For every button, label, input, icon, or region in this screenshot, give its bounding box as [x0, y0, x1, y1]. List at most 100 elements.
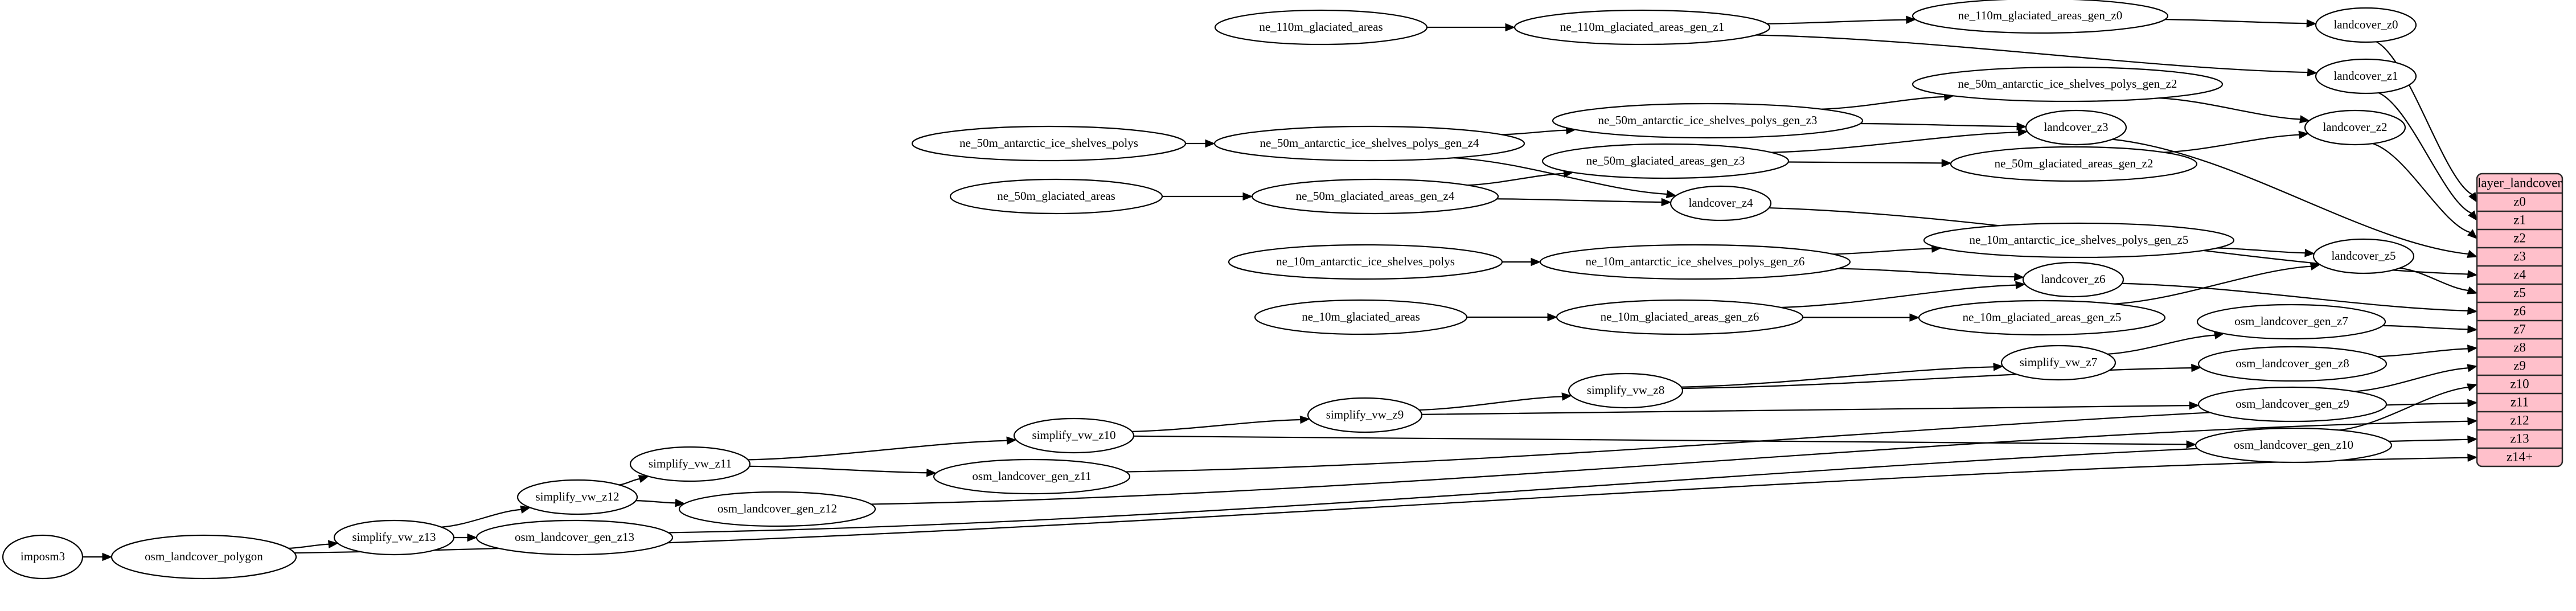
node-shape	[1556, 299, 1804, 335]
graph-node-ne_10m_glaciated_areas_gen_z6[interactable]: ne_10m_glaciated_areas_gen_z6	[1556, 299, 1804, 335]
graph-node-landcover_z6[interactable]: landcover_z6	[2022, 261, 2124, 298]
edge-path	[1860, 122, 2017, 128]
node-label: osm_landcover_gen_z10	[2234, 438, 2353, 452]
graph-edge-landcover_z1--layer_landcover:z1	[2378, 92, 2477, 222]
graph-node-ne_10m_glaciated_areas_gen_z5[interactable]: ne_10m_glaciated_areas_gen_z5	[1918, 300, 2166, 336]
graph-node-ne_110m_glaciated_areas[interactable]: ne_110m_glaciated_areas	[1214, 9, 1428, 46]
edge-path	[1467, 173, 1564, 186]
arrowhead-icon	[2016, 122, 2027, 131]
arrowhead-icon	[1661, 198, 1672, 207]
record-row-z12[interactable]: z12	[2510, 413, 2529, 427]
graph-edge-ne_50m_glaciated_areas_gen_z3--landcover_z3	[1771, 128, 2028, 153]
record-row-z3[interactable]: z3	[2513, 249, 2526, 263]
graph-node-osm_landcover_gen_z10[interactable]: osm_landcover_gen_z10	[2194, 427, 2393, 464]
graph-node-ne_50m_antarctic_ice_shelves_polys[interactable]: ne_50m_antarctic_ice_shelves_polys	[911, 125, 1187, 162]
graph-node-ne_10m_antarctic_ice_shelves_polys[interactable]: ne_10m_antarctic_ice_shelves_polys	[1228, 244, 1503, 280]
graph-node-landcover_z1[interactable]: landcover_z1	[2315, 58, 2417, 95]
edge-path	[441, 509, 522, 528]
graph-node-osm_landcover_gen_z13[interactable]: osm_landcover_gen_z13	[475, 519, 674, 556]
node-label: landcover_z6	[2041, 272, 2105, 286]
record-row-z1[interactable]: z1	[2513, 212, 2526, 227]
arrowhead-icon	[2467, 306, 2478, 315]
graph-node-landcover_z0[interactable]: landcover_z0	[2315, 7, 2417, 43]
graph-node-landcover_z3[interactable]: landcover_z3	[2025, 109, 2127, 146]
graph-node-simplify_vw_z9[interactable]: simplify_vw_z9	[1307, 397, 1423, 433]
record-row-z9[interactable]: z9	[2513, 358, 2526, 372]
node-shape	[1541, 143, 1790, 179]
graph-edge-simplify_vw_z13--simplify_vw_z12	[441, 505, 531, 528]
node-label: ne_10m_glaciated_areas_gen_z6	[1601, 310, 1759, 323]
graph-node-simplify_vw_z10[interactable]: simplify_vw_z10	[1013, 417, 1135, 454]
edge-path	[1502, 129, 1566, 136]
graph-node-ne_50m_antarctic_ice_shelves_polys_gen_z2[interactable]: ne_50m_antarctic_ice_shelves_polys_gen_z…	[1912, 66, 2224, 102]
node-shape	[678, 491, 876, 527]
node-label: landcover_z0	[2333, 18, 2398, 31]
record-row-z7[interactable]: z7	[2513, 322, 2526, 336]
node-label: ne_110m_glaciated_areas_gen_z1	[1560, 20, 1724, 34]
record-row-z11[interactable]: z11	[2511, 395, 2529, 409]
graph-node-simplify_vw_z11[interactable]: simplify_vw_z11	[629, 446, 751, 482]
graph-node-ne_50m_glaciated_areas[interactable]: ne_50m_glaciated_areas	[949, 178, 1163, 215]
edge-path	[871, 420, 2468, 505]
graph-node-ne_110m_glaciated_areas_gen_z0[interactable]: ne_110m_glaciated_areas_gen_z0	[1912, 0, 2169, 34]
graph-node-ne_110m_glaciated_areas_gen_z1[interactable]: ne_110m_glaciated_areas_gen_z1	[1513, 9, 1771, 46]
record-row-z4[interactable]: z4	[2513, 267, 2526, 281]
edge-path	[2165, 19, 2307, 24]
graph-edge-ne_10m_antarctic_ice_shelves_polys_gen_z6--landcover_z6	[1837, 268, 2025, 281]
graph-node-simplify_vw_z13[interactable]: simplify_vw_z13	[333, 519, 455, 556]
node-label: ne_110m_glaciated_areas_gen_z0	[1958, 9, 2122, 22]
graph-node-simplify_vw_z8[interactable]: simplify_vw_z8	[1568, 372, 1684, 409]
graph-node-ne_10m_glaciated_areas[interactable]: ne_10m_glaciated_areas	[1254, 299, 1468, 335]
arrowhead-icon	[2467, 383, 2478, 392]
arrowhead-icon	[2467, 345, 2478, 353]
graph-node-osm_landcover_polygon[interactable]: osm_landcover_polygon	[110, 534, 297, 580]
node-shape	[1228, 244, 1503, 280]
graph-node-osm_landcover_gen_z11[interactable]: osm_landcover_gen_z11	[933, 458, 1131, 495]
node-label: osm_landcover_polygon	[145, 550, 263, 563]
graph-node-osm_landcover_gen_z7[interactable]: osm_landcover_gen_z7	[2196, 304, 2386, 340]
graph-node-osm_landcover_gen_z9[interactable]: osm_landcover_gen_z9	[2197, 386, 2388, 423]
graph-node-ne_50m_antarctic_ice_shelves_polys_gen_z3[interactable]: ne_50m_antarctic_ice_shelves_polys_gen_z…	[1552, 102, 1864, 139]
graph-node-landcover_z5[interactable]: landcover_z5	[2312, 238, 2415, 274]
node-label: ne_50m_antarctic_ice_shelves_polys	[959, 136, 1138, 150]
arrowhead-icon	[2467, 286, 2478, 294]
graph-node-landcover_z2[interactable]: landcover_z2	[2304, 109, 2406, 146]
graph-node-ne_50m_glaciated_areas_gen_z2[interactable]: ne_50m_glaciated_areas_gen_z2	[1950, 146, 2198, 182]
record-row-z6[interactable]: z6	[2513, 304, 2526, 318]
graph-node-ne_50m_glaciated_areas_gen_z3[interactable]: ne_50m_glaciated_areas_gen_z3	[1541, 143, 1790, 179]
record-row-z0[interactable]: z0	[2513, 194, 2526, 208]
graph-node-osm_landcover_gen_z8[interactable]: osm_landcover_gen_z8	[2197, 346, 2388, 382]
record-node-layer-landcover[interactable]: layer_landcoverz0z1z2z3z4z5z6z7z8z9z10z1…	[2476, 173, 2563, 468]
record-row-z13[interactable]: z13	[2510, 431, 2529, 445]
edge-path	[2159, 97, 2300, 120]
graph-node-ne_50m_glaciated_areas_gen_z4[interactable]: ne_50m_glaciated_areas_gen_z4	[1251, 178, 1499, 215]
graph-edge-landcover_z0--layer_landcover:z0	[2376, 41, 2477, 203]
graph-node-ne_50m_antarctic_ice_shelves_polys_gen_z4[interactable]: ne_50m_antarctic_ice_shelves_polys_gen_z…	[1213, 125, 1525, 162]
record-row-z8[interactable]: z8	[2513, 340, 2526, 354]
node-shape	[1513, 9, 1771, 46]
graph-node-simplify_vw_z12[interactable]: simplify_vw_z12	[516, 479, 638, 515]
graph-edge-osm_landcover_gen_z12--layer_landcover:z12	[871, 417, 2478, 505]
edge-path	[748, 440, 1007, 461]
graph-edge-ne_10m_glaciated_areas_gen_z5--landcover_z5	[2114, 262, 2321, 305]
graph-node-ne_10m_antarctic_ice_shelves_polys_gen_z6[interactable]: ne_10m_antarctic_ice_shelves_polys_gen_z…	[1539, 244, 1851, 280]
node-shape	[1307, 397, 1423, 433]
record-row-z10[interactable]: z10	[2510, 376, 2529, 391]
graph-node-ne_10m_antarctic_ice_shelves_polys_gen_z5[interactable]: ne_10m_antarctic_ice_shelves_polys_gen_z…	[1923, 222, 2235, 259]
record-row-z5[interactable]: z5	[2513, 285, 2526, 300]
edge-path	[2107, 334, 2215, 355]
graph-node-osm_landcover_gen_z12[interactable]: osm_landcover_gen_z12	[678, 491, 876, 527]
edge-path	[2376, 41, 2473, 195]
record-row-z2[interactable]: z2	[2513, 231, 2526, 245]
node-label: osm_landcover_gen_z11	[972, 469, 1091, 483]
edge-path	[1419, 396, 1562, 411]
graph-edge-osm_landcover_gen_z8--layer_landcover:z8	[2377, 345, 2478, 358]
graph-node-landcover_z4[interactable]: landcover_z4	[1670, 185, 1772, 222]
record-row-z14+[interactable]: z14+	[2507, 449, 2533, 464]
graph-edge-simplify_vw_z11--osm_landcover_gen_z11	[749, 465, 937, 477]
arrowhead-icon	[1941, 159, 1952, 167]
graph-edge-osm_landcover_gen_z9--layer_landcover:z9	[2354, 364, 2478, 392]
graph-node-simplify_vw_z7[interactable]: simplify_vw_z7	[2000, 345, 2116, 381]
graph-edge-ne_10m_glaciated_areas_gen_z6--ne_10m_glaciated_areas_gen_z5	[1802, 313, 1920, 322]
graph-node-imposm3[interactable]: imposm3	[2, 534, 84, 580]
